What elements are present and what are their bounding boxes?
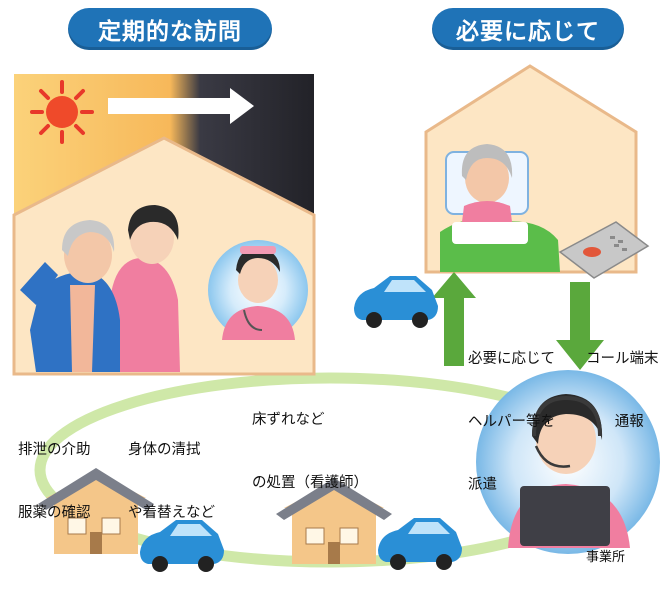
car-icon <box>140 520 224 572</box>
label-line: 通報 <box>614 414 644 430</box>
label-line: ヘルパー等を <box>468 414 555 430</box>
label-line: コール端末 <box>586 351 659 367</box>
header-periodic-visit: 定期的な訪問 <box>68 8 272 50</box>
caregiver-scene <box>20 205 180 372</box>
arrow-up-icon <box>432 272 476 366</box>
call-terminal-icon <box>558 221 650 279</box>
header-as-needed: 必要に応じて <box>432 8 624 50</box>
label-line: 服薬の確認 <box>18 505 91 521</box>
label-line: 床ずれなど <box>252 412 325 428</box>
home-monitoring-panel <box>424 64 638 274</box>
arrow-down-icon <box>556 282 604 370</box>
label-office: 事業所 <box>586 550 626 565</box>
label-body-cleaning: 身体の清拭 や着替えなど <box>128 398 215 545</box>
label-dispatch-helper: 必要に応じて ヘルパー等を 派遣 <box>468 307 555 517</box>
label-line: 派遣 <box>468 477 497 493</box>
label-line: や着替えなど <box>128 505 215 521</box>
nurse-bubble <box>208 240 308 340</box>
office-laptop <box>520 486 610 546</box>
label-line: 身体の清拭 <box>128 442 201 458</box>
label-call-terminal: コール端末 通報 <box>586 307 659 454</box>
label-line: 必要に応じて <box>468 351 555 367</box>
arrow-right-icon <box>108 88 254 124</box>
label-line: の処置（看護師） <box>252 475 368 491</box>
house-icon <box>38 468 154 554</box>
sun-icon <box>30 80 94 144</box>
headset-icon <box>532 395 602 468</box>
label-bedsore-care: 床ずれなど の処置（看護師） <box>252 368 368 515</box>
label-line: 排泄の介助 <box>18 442 91 458</box>
car-icon <box>378 518 462 570</box>
label-excretion-medication: 排泄の介助 服薬の確認 <box>18 398 91 545</box>
house-icon <box>276 478 392 564</box>
car-icon <box>354 276 438 328</box>
